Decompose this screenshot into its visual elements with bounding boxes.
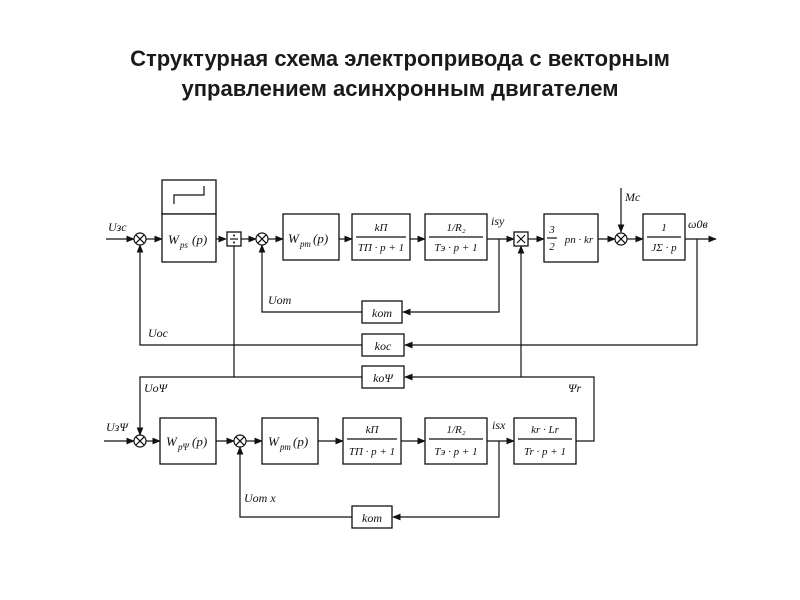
wire-u-ot — [258, 244, 362, 313]
block-converter-2: kП TП · p + 1 — [342, 417, 402, 465]
block-kot: kот — [361, 300, 403, 324]
wrs-sub: рs — [179, 240, 189, 250]
block-torque-gain: 3 2 pп · kr — [543, 213, 599, 263]
signal-u-zs: Uзс — [108, 220, 127, 234]
wrs-arg: (p) — [192, 232, 207, 247]
wrt-sub: рт — [299, 239, 311, 249]
summing-junction-current-x — [233, 434, 247, 448]
summing-junction-flux — [133, 434, 147, 448]
limiter-characteristic — [161, 179, 217, 215]
wrt-arg: (p) — [313, 231, 328, 246]
wire-u-os — [136, 244, 362, 346]
kp1-num: kП — [375, 222, 389, 234]
signal-mc: Mc — [624, 190, 641, 204]
kp2-den: TП · p + 1 — [349, 446, 395, 458]
wire-u-opsi — [136, 376, 362, 436]
mult-num: 3 — [548, 224, 555, 236]
wire-psi-r — [404, 373, 595, 442]
block-rotor-flux: kr · Lr Tr · p + 1 — [513, 417, 577, 465]
wire-u-otx — [236, 446, 352, 518]
wrpsi-sub: рΨ — [177, 442, 190, 452]
multiplier-block — [513, 231, 529, 247]
wrt2-label: W — [268, 434, 280, 449]
signal-i-sy: isy — [491, 214, 505, 228]
diagram-title: Структурная схема электропривода с векто… — [0, 44, 800, 104]
block-mechanics: 1 JΣ · p — [642, 213, 686, 261]
kp1-den: TП · p + 1 — [358, 242, 404, 254]
block-wrs: W рs (p) — [161, 213, 217, 263]
kopsi-label: kоΨ — [373, 371, 394, 385]
block-koc: kос — [361, 333, 405, 357]
r2-num: 1/R₂ — [446, 424, 465, 436]
wrt2-sub: рт — [279, 442, 291, 452]
summing-junction-speed — [133, 232, 147, 246]
wire-omega-feedback — [404, 239, 698, 349]
kot2-label: kот — [362, 511, 382, 525]
signal-u-opsi: UоΨ — [144, 381, 169, 395]
wrs-label: W — [168, 232, 180, 247]
signal-u-zpsi: UзΨ — [106, 420, 129, 434]
signal-i-sx: isx — [492, 418, 506, 432]
block-kopsi: kоΨ — [361, 365, 405, 389]
block-wrt: W рт (p) — [282, 213, 340, 261]
koc-label: kос — [375, 339, 392, 353]
block-wrpsi: W рΨ (p) — [159, 417, 217, 465]
mech-num: 1 — [661, 222, 667, 234]
wire-isx-feedback — [392, 441, 500, 521]
signal-u-ot: Uот — [268, 293, 292, 307]
summing-junction-torque — [614, 232, 628, 246]
title-line-2: управлением асинхронным двигателем — [181, 76, 619, 101]
block-stator-2: 1/R₂ Tэ · p + 1 — [424, 417, 488, 465]
signal-u-otx: Uот x — [244, 491, 276, 505]
kot-label: kот — [372, 306, 392, 320]
kr-num: kr · Lr — [531, 424, 560, 436]
signal-u-os: Uос — [148, 326, 169, 340]
summing-junction-current — [255, 232, 269, 246]
mult-den: 2 — [549, 241, 555, 253]
block-wrt-2: W рт (p) — [261, 417, 319, 465]
signal-omega: ω0в — [688, 217, 708, 231]
r1-num: 1/R₂ — [446, 222, 465, 234]
mech-den: JΣ · p — [651, 242, 677, 254]
block-converter-1: kП TП · p + 1 — [351, 213, 411, 261]
block-stator-1: 1/R₂ Tэ · p + 1 — [424, 213, 488, 261]
wrpsi-label: W — [166, 434, 178, 449]
r1-den: Tэ · p + 1 — [434, 242, 477, 254]
kp2-num: kП — [366, 424, 380, 436]
mult-body: pп · kr — [564, 234, 594, 246]
divider-block — [226, 231, 242, 247]
r2-den: Tэ · p + 1 — [434, 446, 477, 458]
wrt2-arg: (p) — [293, 434, 308, 449]
kr-den: Tr · p + 1 — [524, 446, 566, 458]
title-line-1: Структурная схема электропривода с векто… — [130, 46, 670, 71]
wrpsi-arg: (p) — [192, 434, 207, 449]
block-kot-2: kот — [351, 505, 393, 529]
signal-psi-r: Ψr — [568, 381, 581, 395]
wire-isy-feedback — [402, 239, 500, 316]
wrt-label: W — [288, 231, 300, 246]
